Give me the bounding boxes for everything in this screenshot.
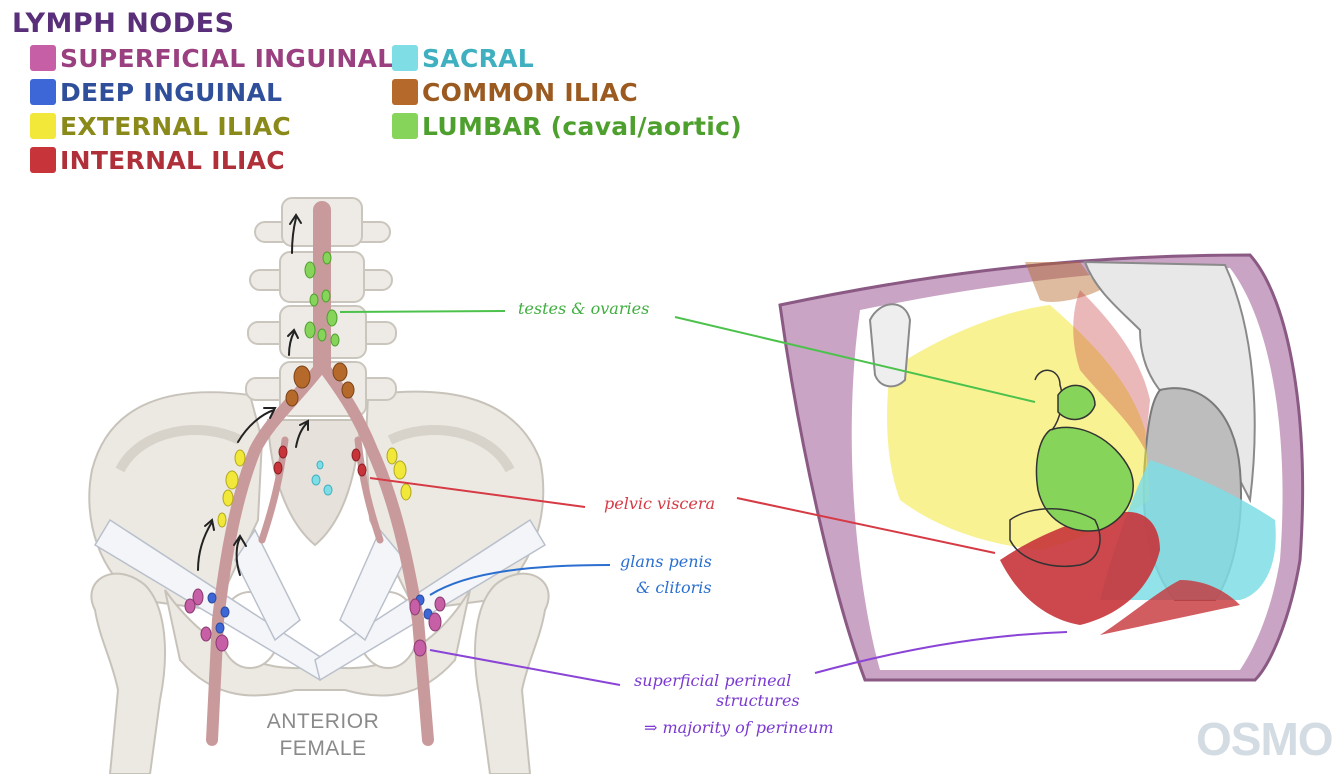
legend-external-iliac: EXTERNAL ILIAC	[30, 111, 292, 141]
sagittal-pelvis	[778, 253, 1305, 682]
note-glans-line2: & clitoris	[636, 578, 712, 597]
legend-label: LUMBAR (caval/aortic)	[422, 111, 742, 141]
legend-label: DEEP INGUINAL	[60, 77, 283, 107]
swatch	[392, 113, 418, 139]
legend-label: SUPERFICIAL INGUINAL	[60, 43, 394, 73]
external-iliac-nodes	[217, 447, 412, 528]
testes-leader-left	[339, 310, 506, 313]
osmosis-logo: OSMOS	[1196, 713, 1334, 765]
viscera-leader-right	[736, 497, 996, 554]
swatch	[30, 79, 56, 105]
note-pelvic-viscera: pelvic viscera	[604, 494, 716, 513]
note-perineal-line2: structures	[716, 691, 800, 710]
view-label: ANTERIOR FEMALE	[258, 708, 388, 762]
internal-iliac-nodes	[273, 445, 367, 477]
legend-sacral: SACRAL	[392, 43, 535, 73]
legend-internal-iliac: INTERNAL ILIAC	[30, 145, 285, 175]
common-iliac-nodes	[285, 362, 355, 407]
perineal-leader-left	[429, 649, 621, 686]
leader-lines	[339, 310, 1068, 686]
note-testes-ovaries: testes & ovaries	[518, 299, 650, 318]
sacral-nodes	[311, 460, 333, 496]
view-label-line2: FEMALE	[279, 737, 367, 760]
swatch	[30, 45, 56, 71]
glans-leader	[429, 564, 611, 596]
flow-arrows	[197, 213, 309, 576]
right-femur	[474, 572, 550, 774]
legend-superficial-inguinal: SUPERFICIAL INGUINAL	[30, 43, 394, 73]
legend-label: COMMON ILIAC	[422, 77, 639, 107]
anterior-pelvis	[88, 197, 550, 774]
view-label-line1: ANTERIOR	[266, 710, 380, 733]
internal-iliac-region	[1073, 290, 1150, 450]
pelvic-viscera-red	[1000, 511, 1160, 625]
legend-label: INTERNAL ILIAC	[60, 145, 285, 175]
legend-lumbar: LUMBAR (caval/aortic)	[392, 111, 742, 141]
legend-label: EXTERNAL ILIAC	[60, 111, 292, 141]
deep-inguinal-nodes	[207, 592, 433, 634]
legend-deep-inguinal: DEEP INGUINAL	[30, 77, 283, 107]
lumbar-nodes	[304, 251, 340, 347]
testes-leader-right	[674, 316, 1036, 403]
swatch	[392, 45, 418, 71]
common-iliac-region	[1025, 262, 1100, 302]
left-femur	[90, 572, 166, 774]
note-perineal-line1: superficial perineal	[634, 671, 792, 690]
diagram-title: LYMPH NODES	[12, 8, 235, 39]
legend-label: SACRAL	[422, 43, 535, 73]
ovary-uterus	[1035, 426, 1134, 532]
swatch	[30, 113, 56, 139]
note-perineal-line3: ⇒ majority of perineum	[644, 718, 834, 737]
swatch	[30, 147, 56, 173]
superficial-inguinal-nodes	[184, 588, 446, 657]
swatch	[392, 79, 418, 105]
perineal-leader-right	[814, 631, 1068, 674]
note-glans-line1: glans penis	[620, 552, 712, 571]
viscera-leader-left	[369, 477, 586, 508]
legend-common-iliac: COMMON ILIAC	[392, 77, 639, 107]
